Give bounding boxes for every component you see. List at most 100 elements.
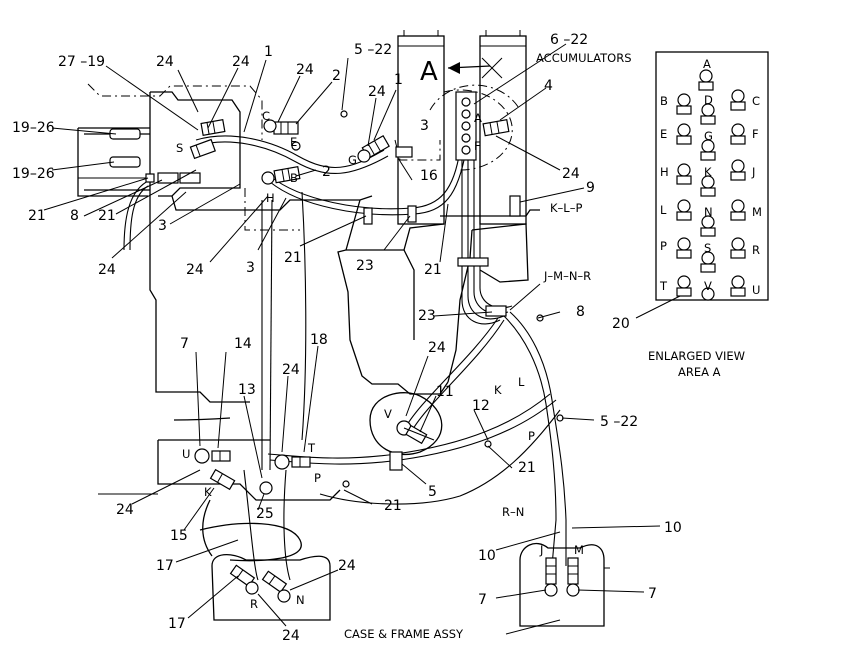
callout-3: 3 xyxy=(246,260,255,276)
callout-24: 24 xyxy=(232,54,250,70)
fitting-letter-n: N xyxy=(296,593,305,607)
fitting-letter-h: H xyxy=(266,191,275,205)
ev-letter-k: K xyxy=(704,165,712,179)
fitting-letter-f: F xyxy=(474,139,481,153)
fitting-letter-s: S xyxy=(176,141,183,155)
callout-19-26: 19–26 xyxy=(12,120,55,136)
callout-21: 21 xyxy=(424,262,442,278)
callout-20: 20 xyxy=(612,316,630,332)
ev-letter-t: T xyxy=(659,279,668,293)
ev-letter-r: R xyxy=(752,243,760,257)
callout-21: 21 xyxy=(384,498,402,514)
fitting-letter-l: L xyxy=(518,375,525,389)
callout-23: 23 xyxy=(356,258,374,274)
accumulator-left xyxy=(397,30,445,225)
callout-6-22: 6 –22 xyxy=(550,32,588,48)
ev-letter-d: D xyxy=(704,93,713,107)
callout-24: 24 xyxy=(368,84,386,100)
callout-3: 3 xyxy=(420,118,429,134)
fitting-letter-k2: K xyxy=(204,485,212,499)
callout-1: 1 xyxy=(264,44,273,60)
accumulators-label: ACCUMULATORS xyxy=(536,51,632,65)
fitting-letter-a: A xyxy=(474,111,482,125)
fitting-letter-v: V xyxy=(384,407,392,421)
ev-letter-a: A xyxy=(703,57,711,71)
callout-24: 24 xyxy=(186,262,204,278)
callout-13: 13 xyxy=(238,382,256,398)
callout-24: 24 xyxy=(156,54,174,70)
ev-letter-v: V xyxy=(704,279,712,293)
view-arrow-letter: A xyxy=(420,57,438,87)
ev-letter-g: G xyxy=(704,129,713,143)
callout-11: 11 xyxy=(436,384,454,400)
rn-label: R–N xyxy=(502,505,524,519)
klp-label: K–L–P xyxy=(550,201,582,215)
fitting-letter-p2: P xyxy=(314,471,321,485)
fitting-letter-t: T xyxy=(307,441,316,455)
callout-21: 21 xyxy=(98,208,116,224)
callout-2: 2 xyxy=(332,68,341,84)
fitting-letter-g: G xyxy=(348,153,357,167)
callout-21: 21 xyxy=(284,250,302,266)
callout-27-19: 27 –19 xyxy=(58,54,105,70)
ev-letter-m: M xyxy=(752,205,762,219)
enlarged-view-caption-1: ENLARGED VIEW xyxy=(648,349,745,363)
fitting-letter-p: P xyxy=(528,429,535,443)
callout-24: 24 xyxy=(562,166,580,182)
callout-2: 2 xyxy=(322,164,331,180)
callout-3: 3 xyxy=(158,218,167,234)
enlarged-view-caption-2: AREA A xyxy=(678,365,721,379)
frame-outline xyxy=(149,91,540,403)
area-a-circle xyxy=(443,89,513,171)
fitting-letter-r: R xyxy=(250,597,258,611)
callout-1: 1 xyxy=(394,72,403,88)
callout-12: 12 xyxy=(472,398,490,414)
callout-7: 7 xyxy=(648,586,657,602)
leader-lines xyxy=(43,43,685,635)
fitting-letters: S C E B H G A F V K L P U K T P R N J M xyxy=(176,109,584,611)
ev-letter-l: L xyxy=(660,203,667,217)
callout-24: 24 xyxy=(282,628,300,644)
ev-letter-h: H xyxy=(660,165,669,179)
ev-letter-u: U xyxy=(752,283,760,297)
callout-numbers: 27 –19 24 24 1 24 2 5 –22 1 24 3 6 –22 4… xyxy=(12,32,682,644)
callout-5-22: 5 –22 xyxy=(354,42,392,58)
callout-10: 10 xyxy=(664,520,682,536)
ev-letter-j: J xyxy=(751,165,755,179)
jmnr-label: J–M–N–R xyxy=(543,269,591,283)
enlarged-fittings xyxy=(676,69,746,301)
ev-letter-s: S xyxy=(704,241,711,255)
callout-21: 21 xyxy=(28,208,46,224)
view-arrow-a: A xyxy=(420,57,503,87)
callout-24: 24 xyxy=(282,362,300,378)
phantom-lines xyxy=(87,83,521,231)
callout-24: 24 xyxy=(296,62,314,78)
fitting-letter-e: E xyxy=(290,135,297,149)
callout-8: 8 xyxy=(576,304,585,320)
ev-letter-b: B xyxy=(660,94,668,108)
callout-17: 17 xyxy=(168,616,186,632)
fitting-letter-k1: K xyxy=(494,383,502,397)
callout-7: 7 xyxy=(478,592,487,608)
callout-17: 17 xyxy=(156,558,174,574)
callout-24: 24 xyxy=(338,558,356,574)
callout-19-26: 19–26 xyxy=(12,166,55,182)
callout-7: 7 xyxy=(180,336,189,352)
ev-letter-p: P xyxy=(660,239,667,253)
callout-21: 21 xyxy=(518,460,536,476)
callout-10: 10 xyxy=(478,548,496,564)
callout-24: 24 xyxy=(116,502,134,518)
callout-5-22: 5 –22 xyxy=(600,414,638,430)
accumulator-right xyxy=(479,30,527,225)
fitting-letter-m: M xyxy=(574,543,584,557)
enlarged-view-panel: A B C D E F G H J K L M N P R S T U V xyxy=(655,51,769,301)
callout-24: 24 xyxy=(98,262,116,278)
fittings xyxy=(109,91,580,603)
callout-5: 5 xyxy=(428,484,437,500)
fitting-letter-c: C xyxy=(262,109,270,123)
case-frame-label: CASE & FRAME ASSY xyxy=(344,627,464,641)
callout-14: 14 xyxy=(234,336,252,352)
callout-9: 9 xyxy=(586,180,595,196)
